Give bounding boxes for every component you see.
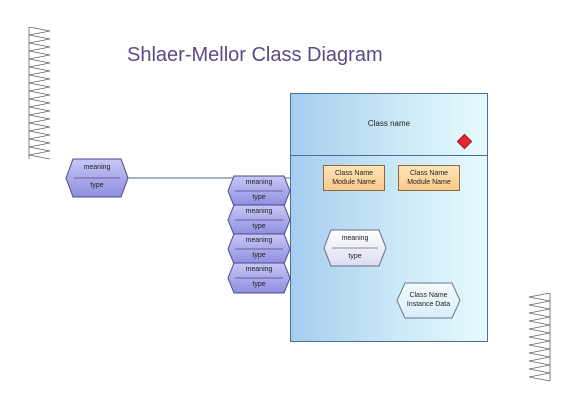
left-attribute-meaning: meaning [83,164,111,171]
stack-attribute-3-meaning: meaning [245,237,273,244]
stack-attribute-1[interactable]: meaning type [227,175,291,207]
module-box-2[interactable]: Class Name Module Name [398,165,460,191]
module-box-2-line2: Module Name [407,179,451,186]
stack-attribute-4[interactable]: meaning type [227,262,291,294]
left-attribute-type: type [90,182,104,189]
inner-attribute-meaning: meaning [341,235,369,242]
instance-data[interactable]: Class Name Instance Data [396,282,461,319]
stack-attribute-4-type: type [252,281,266,288]
stack-attribute-2-meaning: meaning [245,208,273,215]
stack-attribute-4-meaning: meaning [245,266,273,273]
stack-attribute-3[interactable]: meaning type [227,233,291,265]
class-divider [291,155,487,156]
left-attribute[interactable]: meaning type [65,158,129,198]
stack-attribute-2-type: type [252,223,266,230]
left-zigzag-decoration [28,27,51,160]
class-name-label: Class name [367,119,411,128]
module-box-1[interactable]: Class Name Module Name [323,165,385,191]
module-box-2-line1: Class Name [409,170,449,177]
instance-data-line1: Class Name [409,292,448,299]
attribute-stack: meaning type meaning type meaning type m… [227,175,291,294]
diamond-icon [456,133,473,150]
diagram-title: Shlaer-Mellor Class Diagram [127,44,383,66]
module-box-1-line2: Module Name [332,179,376,186]
left-attribute-shape [65,158,129,198]
instance-data-line2: Instance Data [406,301,451,308]
inner-attribute-type: type [348,253,362,260]
instance-data-shape [396,282,461,319]
stack-attribute-1-type: type [252,194,266,201]
right-zigzag-decoration [528,293,551,382]
inner-attribute[interactable]: meaning type [323,229,387,267]
stack-attribute-4-shape [227,262,291,294]
inner-attribute-shape [323,229,387,267]
stack-attribute-1-meaning: meaning [245,179,273,186]
module-box-1-line1: Class Name [334,170,374,177]
stack-attribute-2[interactable]: meaning type [227,204,291,236]
stack-attribute-3-type: type [252,252,266,259]
